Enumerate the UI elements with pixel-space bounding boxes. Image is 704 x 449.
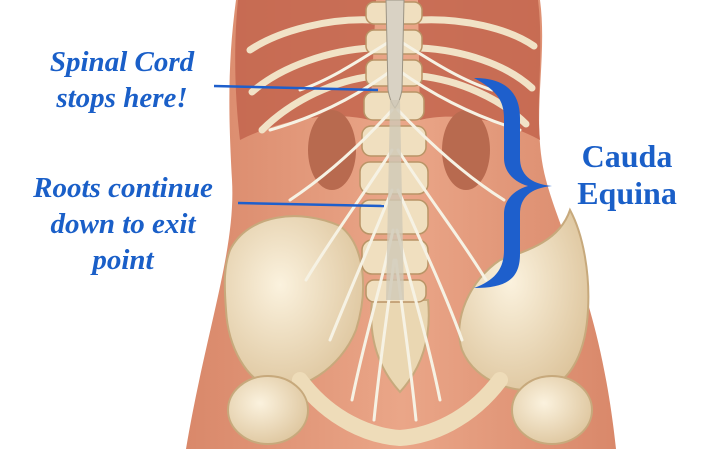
- spinal-cord-label-line-1: Spinal Cord: [24, 44, 220, 80]
- roots-label-line-1: Roots continue: [4, 170, 242, 206]
- spinal-cord-label: Spinal Cord stops here!: [24, 44, 220, 116]
- cauda-equina-label: Cauda Equina: [552, 138, 702, 212]
- roots-label: Roots continue down to exit point: [4, 170, 242, 278]
- spinal-cord-label-line-2: stops here!: [24, 80, 220, 116]
- roots-label-line-2: down to exit: [4, 206, 242, 242]
- roots-label-line-3: point: [4, 242, 242, 278]
- right-femur-head: [512, 376, 592, 444]
- right-kidney: [442, 110, 490, 190]
- left-femur-head: [228, 376, 308, 444]
- cauda-equina-label-line-2: Equina: [552, 175, 702, 212]
- cauda-equina-label-line-1: Cauda: [552, 138, 702, 175]
- spinal-cord: [386, 0, 404, 108]
- left-kidney: [308, 110, 356, 190]
